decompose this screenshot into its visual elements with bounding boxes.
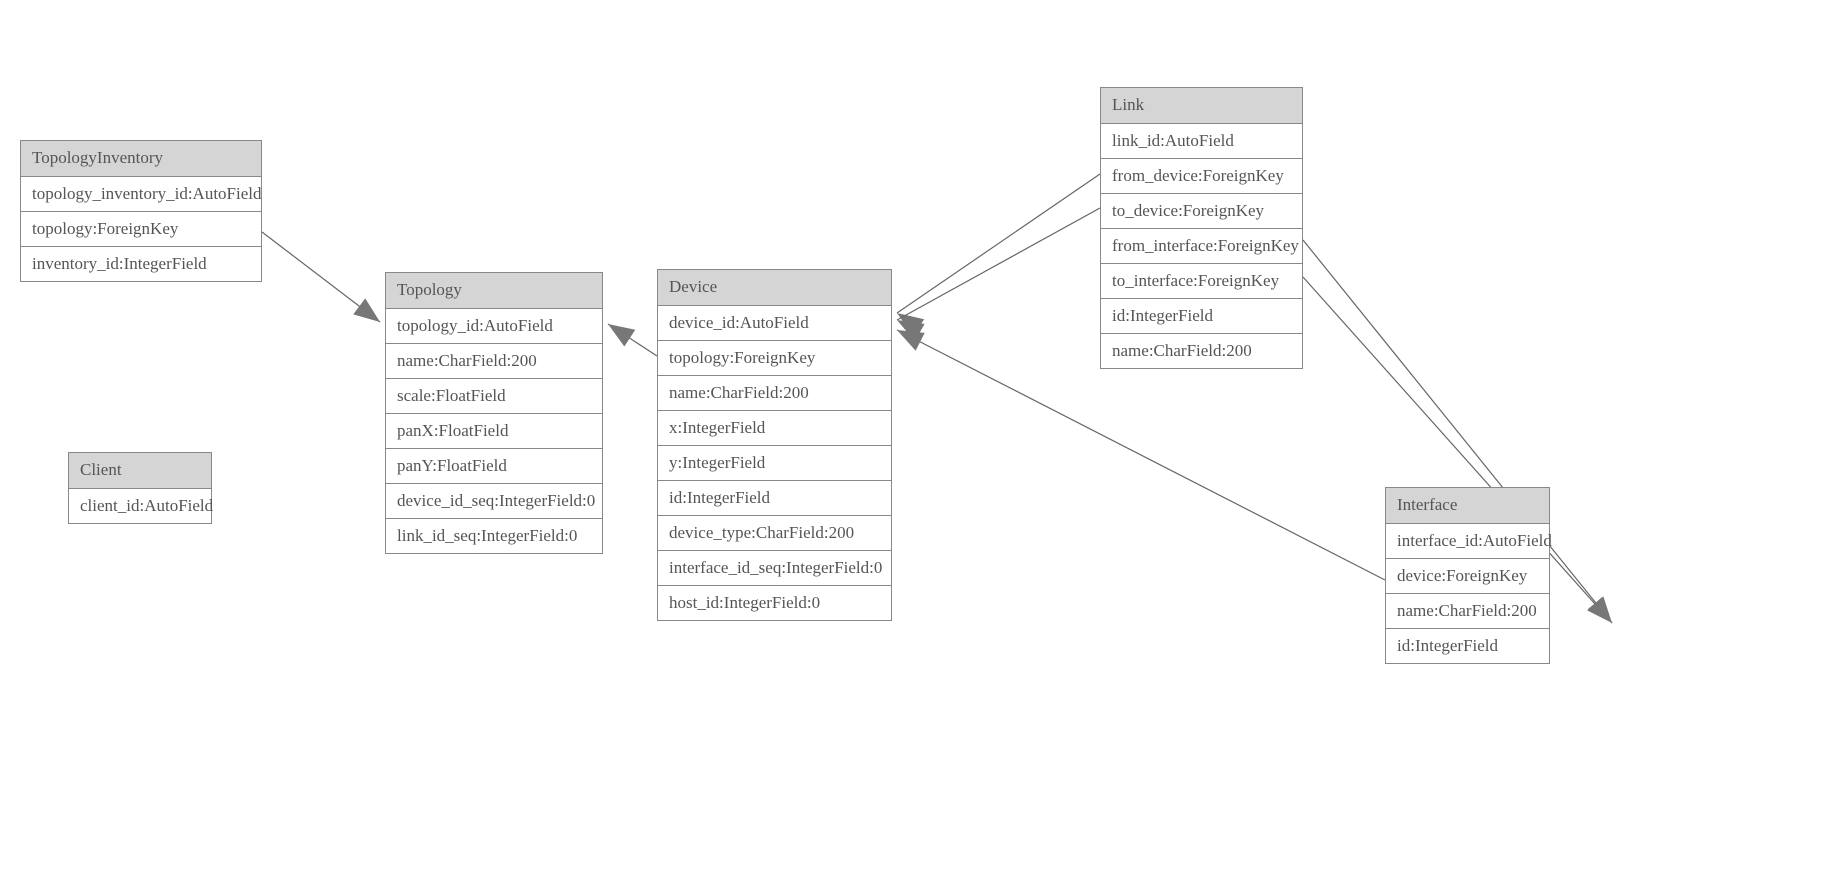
relationship-device-to-topology [607, 323, 658, 357]
relationship-line [607, 323, 658, 357]
entity-field-row: name:CharField:200 [658, 376, 891, 411]
entity-title-client: Client [69, 453, 211, 489]
entity-field-row: device_id_seq:IntegerField:0 [386, 484, 602, 519]
entity-field-row: id:IntegerField [658, 481, 891, 516]
entity-field-row: x:IntegerField [658, 411, 891, 446]
entity-field-row: host_id:IntegerField:0 [658, 586, 891, 620]
entity-field-row: id:IntegerField [1386, 629, 1549, 663]
relationship-link-from_device-to-device [896, 173, 1101, 336]
entity-field-row: to_interface:ForeignKey [1101, 264, 1302, 299]
entity-field-row: from_interface:ForeignKey [1101, 229, 1302, 264]
relationship-line [896, 207, 1101, 321]
entity-field-row: panX:FloatField [386, 414, 602, 449]
entity-field-row: topology_inventory_id:AutoField [21, 177, 262, 212]
relationship-arrowhead [897, 330, 925, 351]
entity-field-row: from_device:ForeignKey [1101, 159, 1302, 194]
entity-title-interface: Interface [1386, 488, 1549, 524]
relationship-link-to_device-to-device [896, 207, 1101, 342]
entity-title-topology: Topology [386, 273, 602, 309]
entity-field-row: inventory_id:IntegerField [21, 247, 261, 281]
entity-field-row: y:IntegerField [658, 446, 891, 481]
entity-field-row: scale:FloatField [386, 379, 602, 414]
entity-field-row: interface_id:AutoField [1386, 524, 1552, 559]
entity-field-row: name:CharField:200 [386, 344, 602, 379]
entity-field-row: topology:ForeignKey [658, 341, 891, 376]
relationship-arrowhead [353, 298, 380, 322]
entity-field-row: client_id:AutoField [69, 489, 213, 523]
entity-title-device: Device [658, 270, 891, 306]
entity-field-row: topology_id:AutoField [386, 309, 602, 344]
entity-field-row: interface_id_seq:IntegerField:0 [658, 551, 891, 586]
entity-field-row: name:CharField:200 [1101, 334, 1302, 368]
entity-field-row: name:CharField:200 [1386, 594, 1549, 629]
entity-field-row: panY:FloatField [386, 449, 602, 484]
relationship-line [896, 173, 1101, 314]
entity-field-row: link_id:AutoField [1101, 124, 1302, 159]
entity-title-topology_inventory: TopologyInventory [21, 141, 261, 177]
entity-field-row: id:IntegerField [1101, 299, 1302, 334]
entity-field-row: device:ForeignKey [1386, 559, 1549, 594]
relationship-arrowhead [897, 313, 925, 336]
relationship-arrowhead [897, 320, 925, 342]
relationship-arrowhead [1587, 596, 1612, 623]
entity-field-row: topology:ForeignKey [21, 212, 261, 247]
relationship-line [261, 231, 381, 323]
relationship-arrowhead [1587, 596, 1612, 623]
entity-field-row: to_device:ForeignKey [1101, 194, 1302, 229]
relationship-topology_inventory-to-topology [261, 231, 381, 323]
entity-field-row: link_id_seq:IntegerField:0 [386, 519, 602, 553]
relationship-arrowhead [608, 324, 636, 347]
entity-field-row: device_id:AutoField [658, 306, 891, 341]
entity-title-link: Link [1101, 88, 1302, 124]
entity-field-row: device_type:CharField:200 [658, 516, 891, 551]
